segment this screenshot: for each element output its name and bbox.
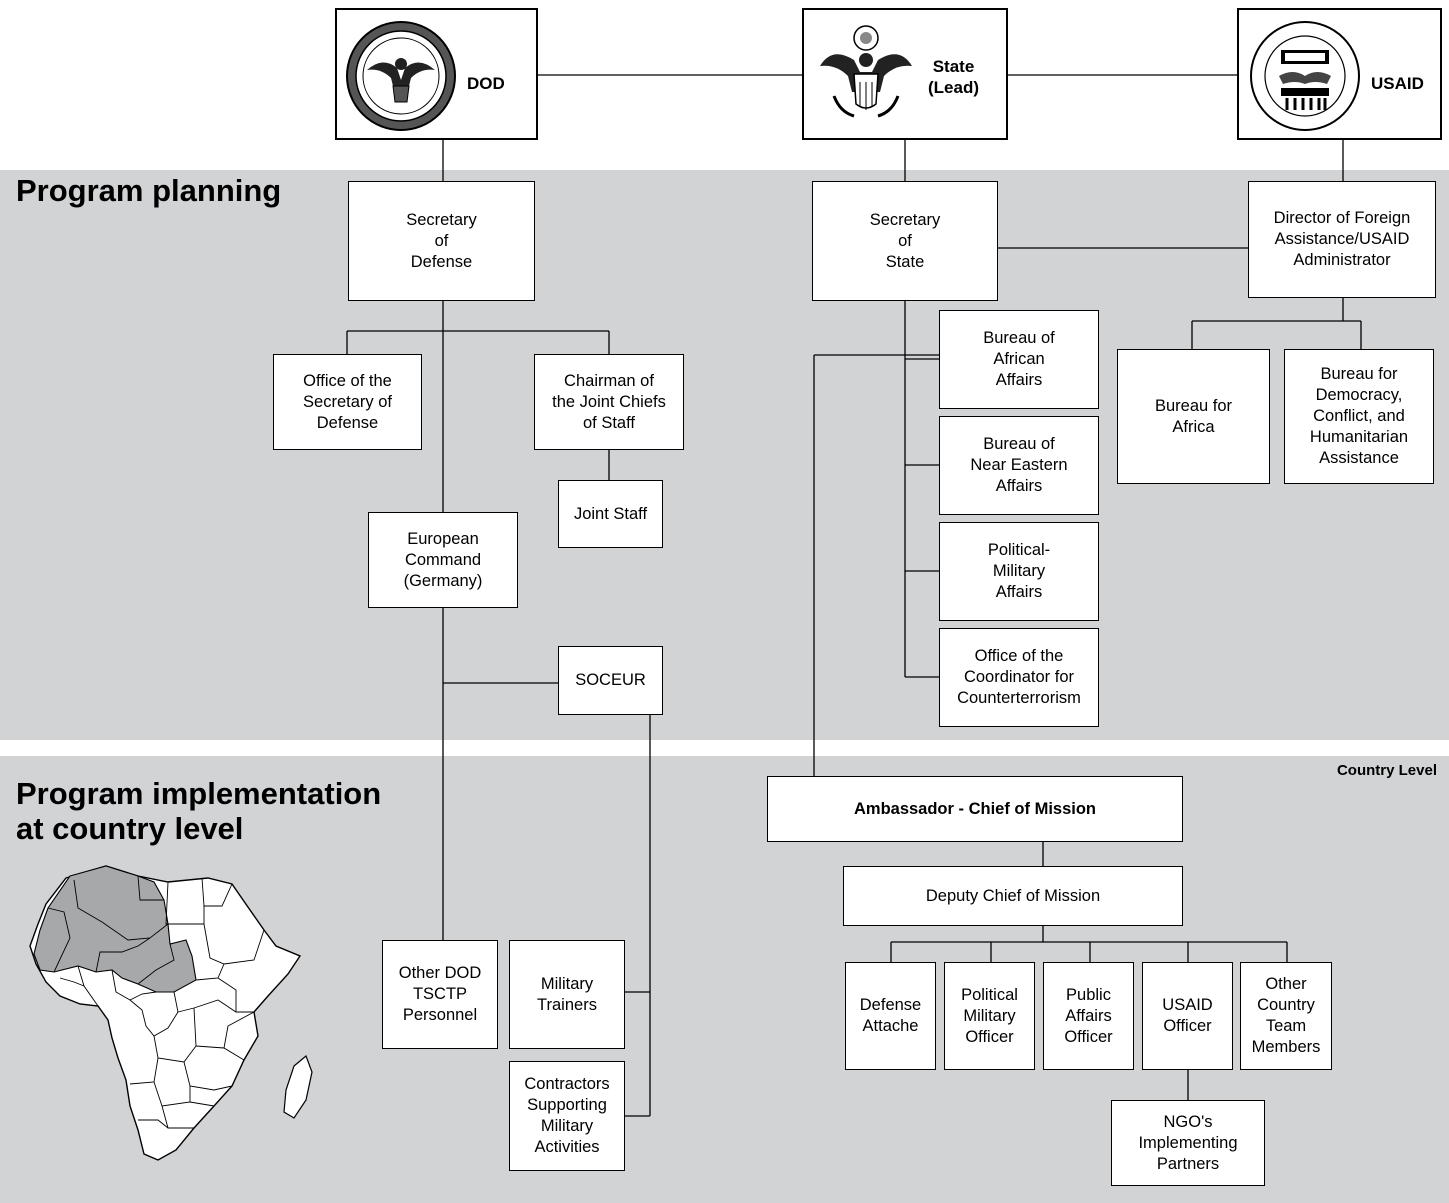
program-planning-title: Program planning — [16, 173, 282, 208]
country-borders — [47, 875, 265, 1129]
soceur-box: SOCEUR — [558, 646, 663, 715]
military-trainers-box: Military Trainers — [509, 940, 625, 1049]
defense-attache-box: Defense Attache — [845, 962, 936, 1070]
political-military-affairs-box: Political- Military Affairs — [939, 522, 1099, 621]
program-implementation-title: Program implementation at country level — [16, 776, 382, 846]
other-country-team-box: Other Country Team Members — [1240, 962, 1332, 1070]
state-label: State (Lead) — [928, 57, 979, 97]
usaid-label: USAID — [1371, 74, 1424, 93]
deputy-chief-of-mission-box: Deputy Chief of Mission — [843, 866, 1183, 926]
country-level-label: Country Level — [1336, 762, 1437, 779]
africa-map — [29, 865, 313, 1161]
bureau-near-eastern-affairs-box: Bureau of Near Eastern Affairs — [939, 416, 1099, 515]
bureau-for-africa-box: Bureau for Africa — [1117, 349, 1270, 484]
contractors-box: Contractors Supporting Military Activiti… — [509, 1061, 625, 1171]
political-military-officer-box: Political Military Officer — [944, 962, 1035, 1070]
usaid-seal-icon — [1250, 21, 1360, 131]
madagascar-shape — [283, 1054, 313, 1119]
public-affairs-officer-box: Public Affairs Officer — [1043, 962, 1134, 1070]
other-dod-personnel-box: Other DOD TSCTP Personnel — [382, 940, 498, 1049]
eagle-seal-icon — [820, 25, 912, 118]
bureau-african-affairs-box: Bureau of African Affairs — [939, 310, 1099, 409]
ambassador-box: Ambassador - Chief of Mission — [767, 776, 1183, 842]
bureau-for-democracy-box: Bureau for Democracy, Conflict, and Huma… — [1284, 349, 1434, 484]
usaid-officer-box: USAID Officer — [1142, 962, 1233, 1070]
dod-agency-box: DOD — [335, 8, 538, 140]
european-command-box: European Command (Germany) — [368, 512, 518, 608]
secretary-of-defense-box: Secretary of Defense — [348, 181, 535, 301]
chairman-joint-chiefs-box: Chairman of the Joint Chiefs of Staff — [534, 354, 684, 450]
dod-label: DOD — [467, 74, 505, 93]
office-of-secretary-of-defense-box: Office of the Secretary of Defense — [273, 354, 422, 450]
usaid-agency-box: USAID — [1237, 8, 1442, 140]
ngo-implementing-partners-box: NGO's Implementing Partners — [1111, 1100, 1265, 1186]
secretary-of-state-box: Secretary of State — [812, 181, 998, 301]
counterterrorism-office-box: Office of the Coordinator for Counterter… — [939, 628, 1099, 727]
dod-seal-icon — [346, 21, 456, 131]
joint-staff-box: Joint Staff — [558, 480, 663, 548]
state-agency-box: State (Lead) — [802, 8, 1008, 140]
usaid-administrator-box: Director of Foreign Assistance/USAID Adm… — [1248, 181, 1436, 298]
